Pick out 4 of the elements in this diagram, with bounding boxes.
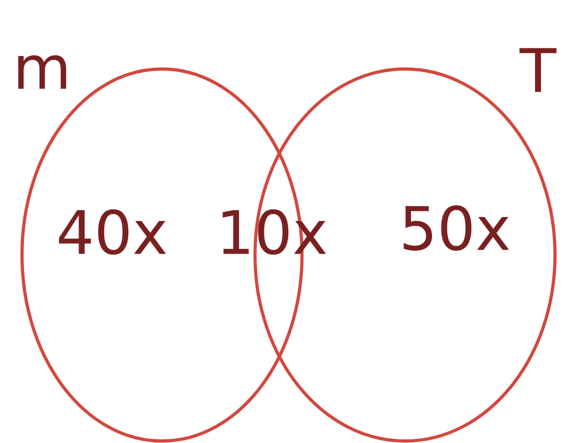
- set-label: m: [18, 55, 66, 89]
- region-value: 40x: [59, 209, 166, 255]
- region-value: 50x: [404, 205, 509, 251]
- set-label: T: [520, 48, 557, 92]
